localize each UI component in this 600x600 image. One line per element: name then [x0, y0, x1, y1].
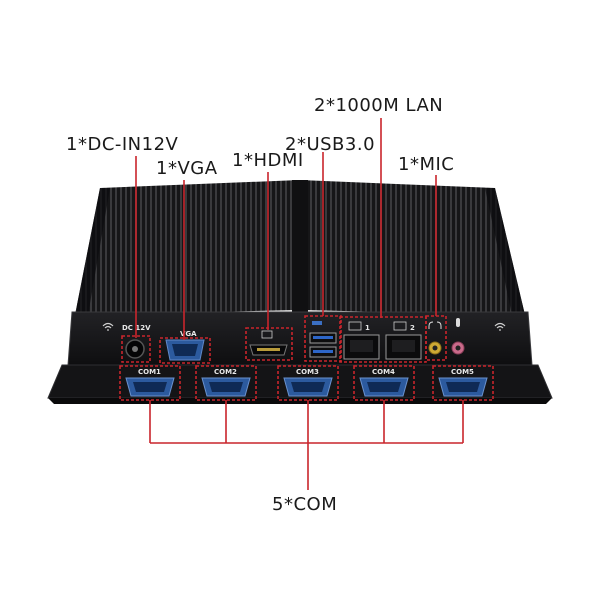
- callout-lan: 2*1000M LAN: [314, 95, 444, 116]
- svg-text:VGA: VGA: [180, 330, 197, 338]
- lan-ports: 1 2: [343, 321, 422, 360]
- svg-text:COM4: COM4: [372, 368, 395, 376]
- svg-text:1: 1: [365, 324, 370, 332]
- svg-text:COM1: COM1: [138, 368, 161, 376]
- callout-usb: 2*USB3.0: [285, 134, 376, 155]
- svg-text:COM3: COM3: [296, 368, 319, 376]
- callout-vga: 1*VGA: [156, 158, 218, 179]
- usb3-ports: [309, 321, 337, 358]
- svg-text:2: 2: [410, 324, 415, 332]
- vga-port: VGA: [165, 330, 205, 361]
- wifi-icon: [102, 322, 114, 331]
- com-ports: COM1 COM2 COM3 COM4 COM5: [125, 368, 488, 397]
- heatsink-fins: [75, 180, 525, 315]
- callout-com: 5*COM: [272, 494, 338, 515]
- callout-lines: [119, 118, 494, 490]
- wifi-icon: [494, 322, 506, 331]
- audio-ports: [428, 318, 465, 355]
- callout-dc-in: 1*DC-IN12V: [66, 134, 179, 155]
- hdmi-port: [249, 330, 288, 356]
- svg-text:COM2: COM2: [214, 368, 237, 376]
- svg-text:COM5: COM5: [451, 368, 474, 376]
- callout-hdmi: 1*HDMI: [232, 150, 304, 171]
- callout-mic: 1*MIC: [398, 154, 455, 175]
